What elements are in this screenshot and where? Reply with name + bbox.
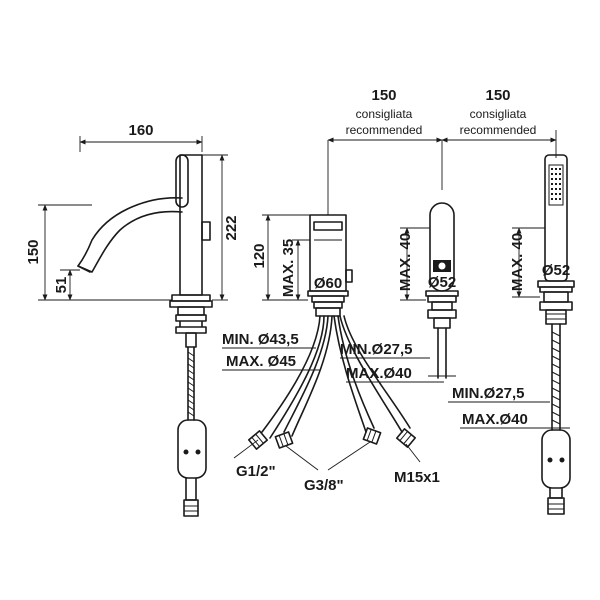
dim-shank-right: MIN.Ø27,5 MAX.Ø40 [448,385,570,429]
label-g38: G3/8" [304,477,344,494]
label-max-40-a: MAX. 40 [397,233,414,291]
braided-hose [187,351,195,417]
check-valve [177,419,207,479]
shower-check-valve [541,429,571,489]
label-150-spacing-a: 150 [371,87,396,104]
label-max-40-b: MAX. 40 [509,233,526,291]
dim-150-spacing-a: 150 consigliata recommended [327,87,443,215]
label-m15: M15x1 [394,469,440,486]
label-160: 160 [128,122,153,139]
label-consigliata-a: consigliata [356,107,413,121]
lever-knob [201,221,211,241]
basin-mixer-side-view [77,154,213,517]
diverter-unit [247,214,417,450]
label-recommended-a: recommended [346,123,423,137]
label-max-40-d: MAX.Ø40 [462,411,528,428]
dim-120: 120 [251,214,310,301]
hose-m15 [339,315,403,433]
label-diameter-52-b: Ø52 [542,262,570,279]
dim-51: 51 [53,269,80,301]
dim-max-40-a: MAX. 40 [397,227,430,301]
hand-shower-unit [537,154,575,515]
dim-222: 222 [202,154,240,301]
label-max-40-c: MAX.Ø40 [346,365,412,382]
hose-g38-left [283,315,329,433]
label-150-height: 150 [25,239,42,264]
hose-g38-right [333,315,367,433]
mixer-body [179,154,203,296]
connection-labels: G1/2" G3/8" M15x1 [233,439,440,494]
label-max-35: MAX. 35 [280,239,297,297]
label-150-spacing-b: 150 [485,87,510,104]
label-51: 51 [53,277,70,294]
spout [77,197,183,273]
label-max-45: MAX. Ø45 [226,353,296,370]
shower-holder-unit [425,202,459,379]
label-222: 222 [223,215,240,240]
dim-150-spacing-b: 150 consigliata recommended [441,87,557,158]
shower-hose [551,331,561,425]
dim-max-40-b: MAX. 40 [509,227,545,298]
label-min-43-5: MIN. Ø43,5 [222,331,299,348]
dim-shank-middle: MIN.Ø27,5 MAX.Ø40 [340,341,444,383]
mixer-lever [175,154,189,208]
label-consigliata-b: consigliata [470,107,527,121]
spray-nozzles [551,168,561,200]
label-diameter-52-a: Ø52 [428,274,456,291]
dim-max-35: MAX. 35 [280,239,310,301]
hose-nut [183,499,199,517]
label-120: 120 [251,243,268,268]
label-min-27-5-a: MIN.Ø27,5 [340,341,413,358]
label-min-27-5-b: MIN.Ø27,5 [452,385,525,402]
label-recommended-b: recommended [460,123,537,137]
label-diameter-60: Ø60 [314,275,342,292]
dim-150-height: 150 [25,204,172,301]
hose-g12 [261,315,321,433]
dim-shank-left: MIN. Ø43,5 MAX. Ø45 [222,331,320,371]
label-g12: G1/2" [236,463,276,480]
dim-160: 160 [79,122,203,152]
